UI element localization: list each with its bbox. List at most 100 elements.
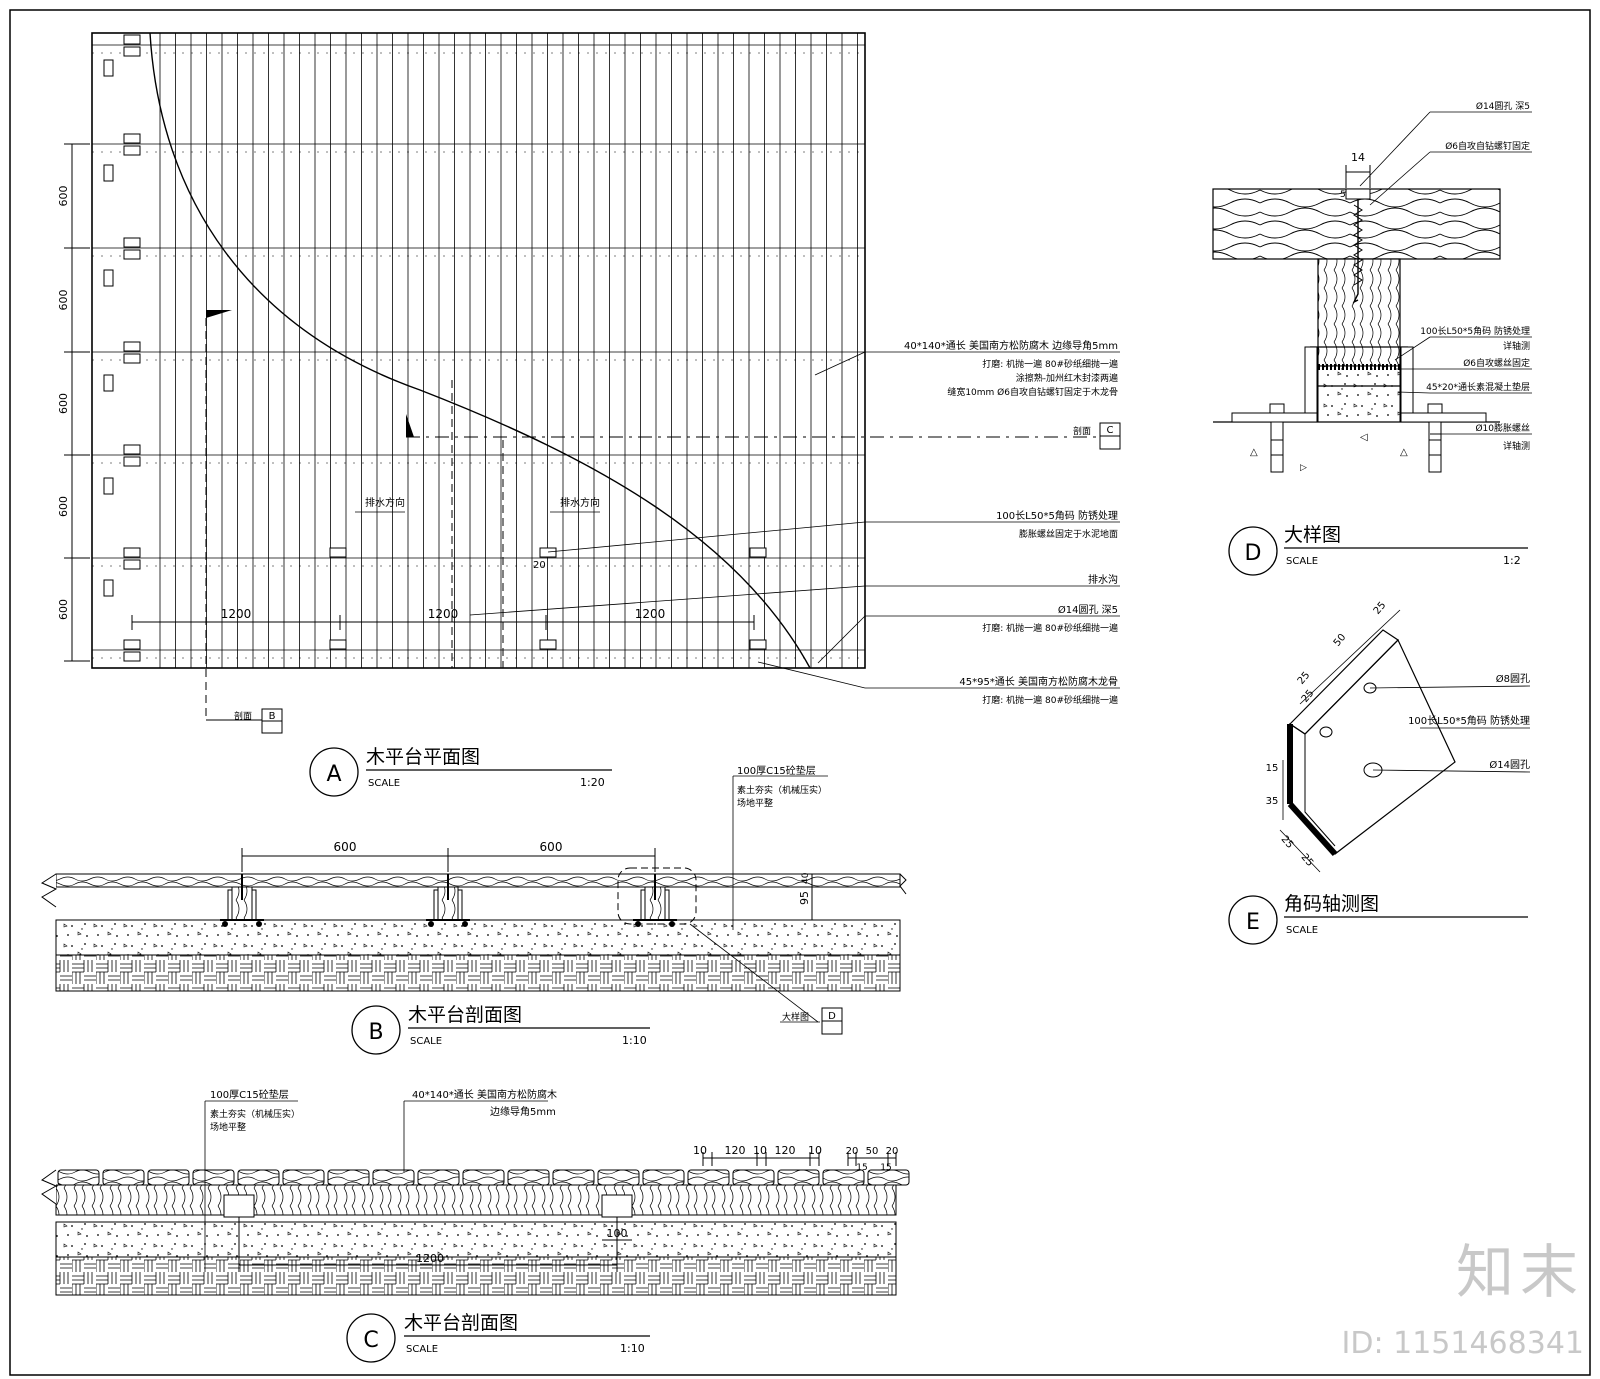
drain-label-2: 排水方向 <box>560 496 600 509</box>
section-b-arrow <box>206 310 232 318</box>
gap-dim: 20 <box>533 560 546 571</box>
plan-note-line: 膨胀螺丝固定于水泥地面 <box>1019 528 1118 540</box>
c-top-dim-value: 10 <box>753 1144 767 1157</box>
b-soil <box>55 954 901 992</box>
e-dim-value: 15 <box>1266 763 1279 774</box>
angle-bracket <box>123 237 141 248</box>
c-note-right-1: 40*140*通长 美国南方松防腐木 <box>412 1088 557 1101</box>
angle-bracket <box>749 639 767 650</box>
c-right-sub-value: 15 <box>880 1163 891 1173</box>
c-deck-board <box>372 1169 415 1186</box>
d-joist <box>1317 258 1401 367</box>
c-badge-circle <box>346 1313 396 1363</box>
b-bracket <box>433 889 439 921</box>
bottom-dim-value: 1200 <box>221 607 252 621</box>
c-deck-board <box>417 1169 460 1186</box>
c-joist <box>55 1184 897 1216</box>
angle-bracket <box>123 353 141 364</box>
e-note: Ø8圆孔 <box>1496 673 1530 685</box>
edge-bracket <box>103 269 114 287</box>
d-note-leader <box>1359 111 1431 187</box>
b-bracket <box>640 889 646 921</box>
d-note: 详轴测 <box>1503 440 1530 452</box>
left-dim-value: 600 <box>57 496 70 517</box>
b-top-dim: 40 <box>801 872 811 884</box>
b-scale: 1:10 <box>622 1034 647 1047</box>
e-title: 角码轴测图 <box>1284 893 1379 915</box>
angle-bracket <box>123 456 141 467</box>
e-dim-line <box>1279 829 1321 873</box>
detail-d: △◁△▷ 14 5 Ø14圆孔 深5Ø6自攻自钻螺钉固定100长L50*5角码 … <box>1212 101 1532 576</box>
b-decking <box>55 873 901 888</box>
edge-bracket <box>103 579 114 597</box>
b-scale-label: SCALE <box>410 1036 442 1047</box>
angle-bracket <box>539 547 557 558</box>
c-deck-board <box>597 1169 640 1186</box>
c-deck-board <box>687 1169 730 1186</box>
plan-note-line: 40*140*通长 美国南方松防腐木 边缘导角5mm <box>904 339 1118 352</box>
e-note-leader <box>1369 685 1531 689</box>
c-boards <box>57 1169 910 1186</box>
b-detail-text: 大样图 <box>782 1011 809 1023</box>
angle-bracket <box>123 341 141 352</box>
d-scale-label: SCALE <box>1286 556 1318 567</box>
bottom-dim-value: 1200 <box>635 607 666 621</box>
edge-bracket <box>103 164 114 182</box>
angle-bracket <box>123 651 141 662</box>
note-leader <box>817 615 866 664</box>
d-note: 45*20*通长素混凝土垫层 <box>1426 381 1530 393</box>
svg-text:△: △ <box>1250 447 1258 458</box>
c-note-left-2: 素土夯实（机械压实） <box>210 1108 300 1120</box>
c-scale-label: SCALE <box>406 1344 438 1355</box>
angle-bracket <box>123 249 141 260</box>
plan-a-outline <box>91 32 866 669</box>
note-leader <box>814 351 866 376</box>
e-dim-value: 50 <box>1332 632 1349 649</box>
e-badge-circle <box>1228 895 1278 945</box>
d-scale: 1:2 <box>1503 554 1521 567</box>
section-c: 100厚C15砼垫层 素土夯实（机械压实） 场地平整 40*140*通长 美国南… <box>40 1088 910 1363</box>
d-note-leader <box>1369 151 1431 206</box>
section-b-tag: B <box>269 711 276 722</box>
note-leader <box>757 661 866 689</box>
plan-note-line: 排水沟 <box>1088 573 1118 586</box>
c-deck-board <box>462 1169 505 1186</box>
cut-curve <box>149 32 811 669</box>
note-leader <box>469 585 866 616</box>
c-deck-board <box>57 1169 100 1186</box>
plan-note-line: 打磨: 机抛一遍 80#砂纸细抛一遍 <box>982 358 1118 370</box>
c-top-dim-value: 120 <box>725 1144 746 1157</box>
e-dim-value: 25 <box>1279 834 1296 851</box>
b-bolt <box>428 921 434 927</box>
c-deck-board <box>192 1169 235 1186</box>
drain-label-1: 排水方向 <box>365 496 405 509</box>
e-note: Ø14圆孔 <box>1489 759 1530 771</box>
b-supports <box>220 874 677 927</box>
plan-a-title: 木平台平面图 <box>366 746 480 768</box>
plan-note-line: 涂擦熟-加州红木封漆两遍 <box>1016 372 1118 384</box>
section-c-arrow <box>406 414 414 437</box>
joists <box>92 34 865 662</box>
plan-note-line: 100长L50*5角码 防锈处理 <box>996 509 1118 522</box>
plan-a-scale: 1:20 <box>580 776 605 789</box>
d-note: 100长L50*5角码 防锈处理 <box>1420 325 1530 337</box>
svg-text:◁: ◁ <box>1360 432 1368 443</box>
d-badge-circle <box>1228 526 1278 576</box>
plan-note-line: 打磨: 机抛一遍 80#砂纸细抛一遍 <box>982 622 1118 634</box>
d-pad <box>1317 365 1401 423</box>
c-deck-board <box>732 1169 775 1186</box>
b-bolt <box>462 921 468 927</box>
c-concrete <box>55 1221 897 1258</box>
c-title: 木平台剖面图 <box>404 1312 518 1334</box>
c-deck-board <box>822 1169 865 1186</box>
b-badge: B <box>368 1020 383 1045</box>
b-badge-circle <box>351 1005 401 1055</box>
section-c-tag: C <box>1107 425 1114 436</box>
b-note-3: 场地平整 <box>737 797 773 809</box>
angle-bracket <box>329 547 347 558</box>
